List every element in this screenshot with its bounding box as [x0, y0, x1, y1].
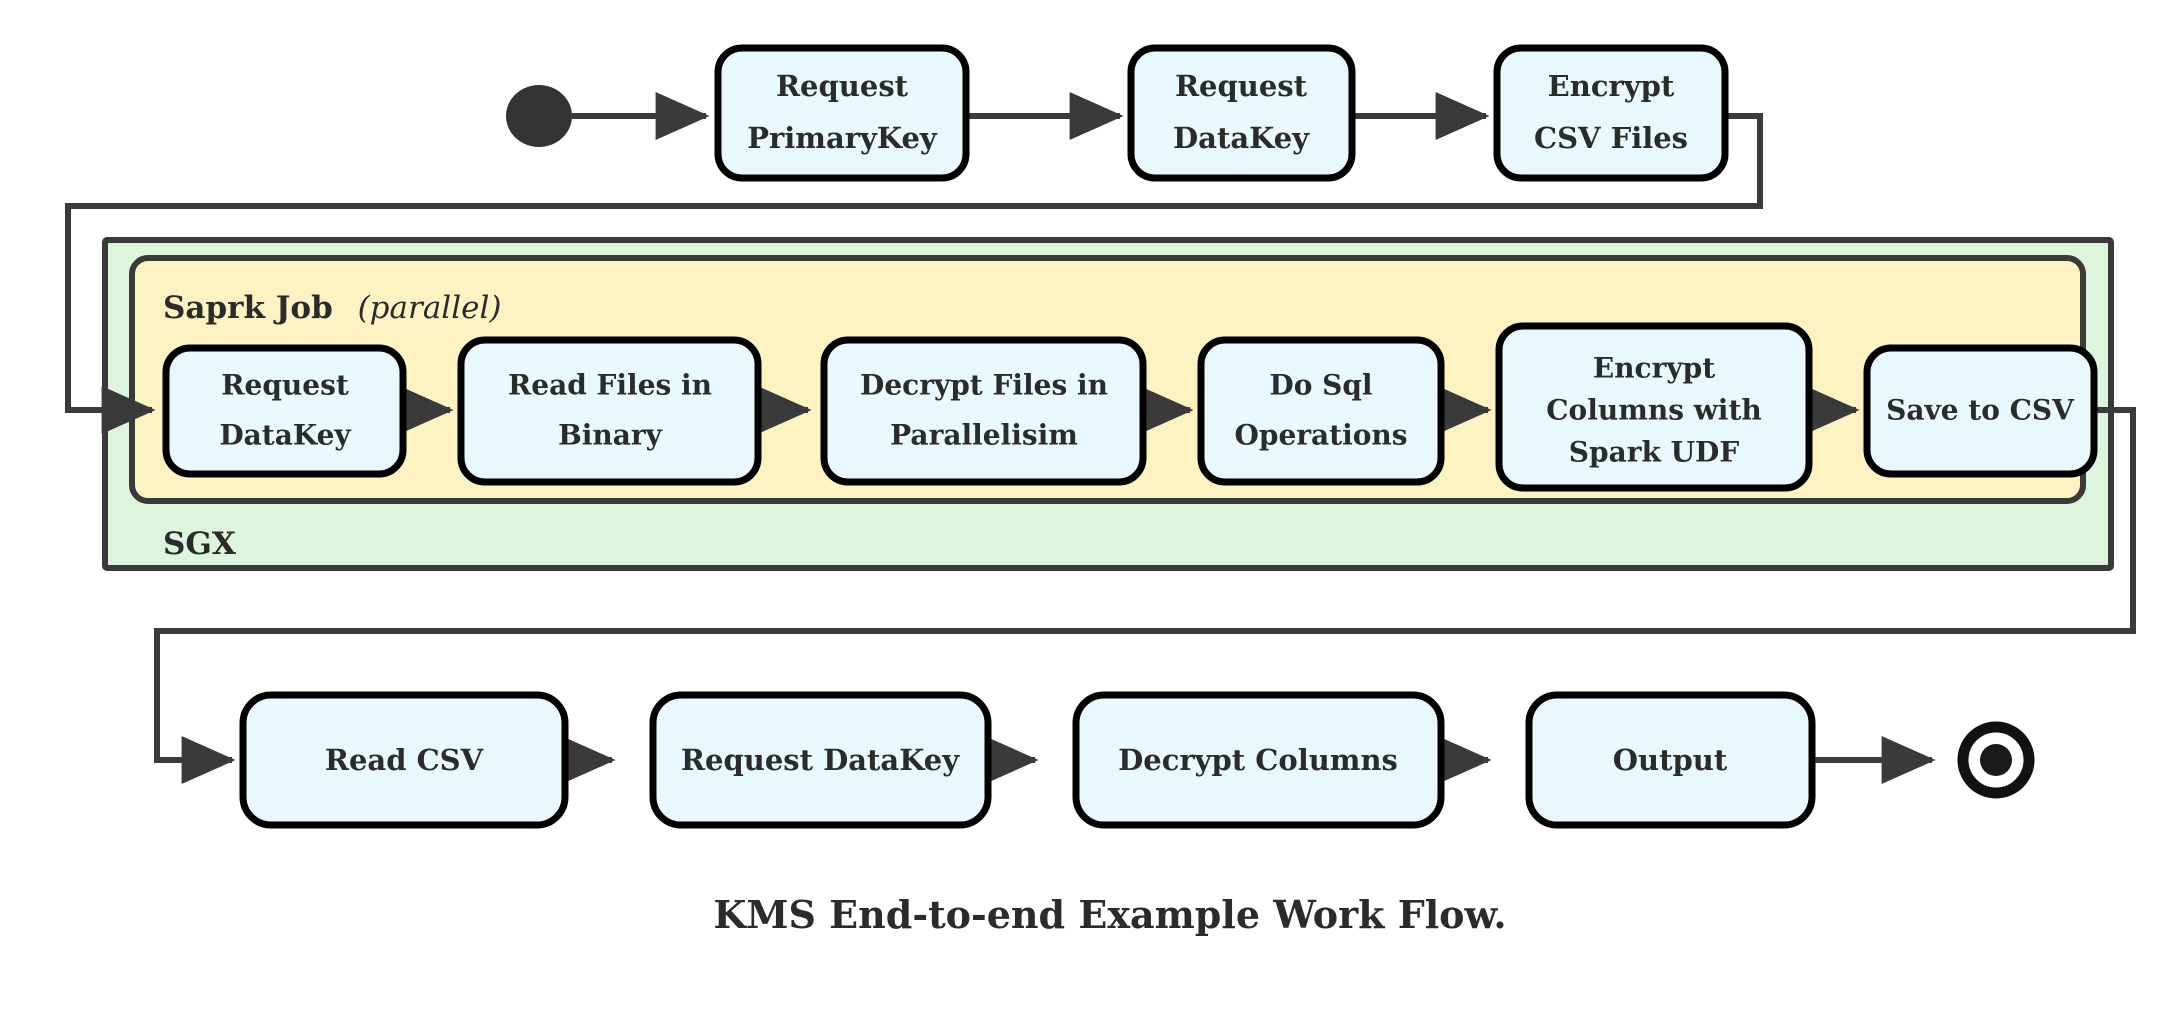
node-do-sql-operations[interactable]: Do Sql Operations [1197, 336, 1445, 486]
node-label-line: Decrypt Files in [860, 369, 1108, 402]
node-output[interactable]: Output [1525, 691, 1816, 829]
node-label-line: Save to CSV [1886, 394, 2075, 427]
node-save-to-csv[interactable]: Save to CSV [1863, 344, 2098, 478]
node-request-datakey-top[interactable]: Request DataKey [1127, 44, 1356, 182]
edge-save-to-csv-to-read-csv [154, 407, 2136, 784]
node-label-line: Request [1175, 69, 1308, 103]
node-label-line: Request DataKey [681, 743, 960, 777]
node-read-files-in-binary[interactable]: Read Files in Binary [457, 336, 762, 486]
node-request-datakey-bottom[interactable]: Request DataKey [649, 691, 992, 829]
edges [65, 92, 2136, 784]
node-label-line: DataKey [219, 419, 351, 452]
node-label-line: Parallelisim [890, 419, 1078, 452]
spark-job-label-italic: (parallel) [358, 290, 502, 326]
node-encrypt-columns-with-spark-udf[interactable]: Encrypt Columns with Spark UDF [1495, 322, 1813, 492]
node-label-line: Encrypt [1593, 352, 1715, 385]
edge-encrypt-csv-files-to-spark-request-datakey [65, 113, 1763, 434]
diagram-caption: KMS End-to-end Example Work Flow. [713, 892, 1506, 937]
end-node [1957, 721, 2035, 799]
spark-job-label-bold: Saprk Job [163, 290, 333, 326]
sgx-container-label: SGX [163, 526, 237, 562]
node-label-line: CSV Files [1534, 121, 1688, 155]
node-decrypt-columns[interactable]: Decrypt Columns [1072, 691, 1445, 829]
node-label-line: Spark UDF [1569, 436, 1740, 469]
node-label-line: Request [776, 69, 909, 103]
node-label-line: Encrypt [1548, 69, 1675, 103]
node-label-line: Do Sql [1269, 369, 1372, 402]
node-label-line: Columns with [1546, 394, 1761, 427]
node-decrypt-files-in-parallelisim[interactable]: Decrypt Files in Parallelisim [820, 336, 1147, 486]
node-label-line: Request [221, 369, 349, 402]
node-request-datakey-spark[interactable]: Request DataKey [162, 344, 407, 478]
spark-job-container-label: Saprk Job (parallel) [163, 290, 501, 326]
node-label-line: Operations [1234, 419, 1407, 452]
node-request-primarykey[interactable]: Request PrimaryKey [714, 44, 970, 182]
node-label-line: Decrypt Columns [1118, 743, 1398, 777]
node-label-line: PrimaryKey [747, 121, 938, 155]
node-read-csv[interactable]: Read CSV [239, 691, 569, 829]
node-label-line: Output [1613, 743, 1728, 777]
node-encrypt-csv-files[interactable]: Encrypt CSV Files [1493, 44, 1729, 182]
node-label-line: DataKey [1173, 121, 1310, 155]
node-label-line: Read CSV [325, 743, 484, 777]
node-label-line: Read Files in [508, 369, 712, 402]
start-node [506, 85, 572, 147]
node-label-line: Binary [558, 419, 663, 452]
